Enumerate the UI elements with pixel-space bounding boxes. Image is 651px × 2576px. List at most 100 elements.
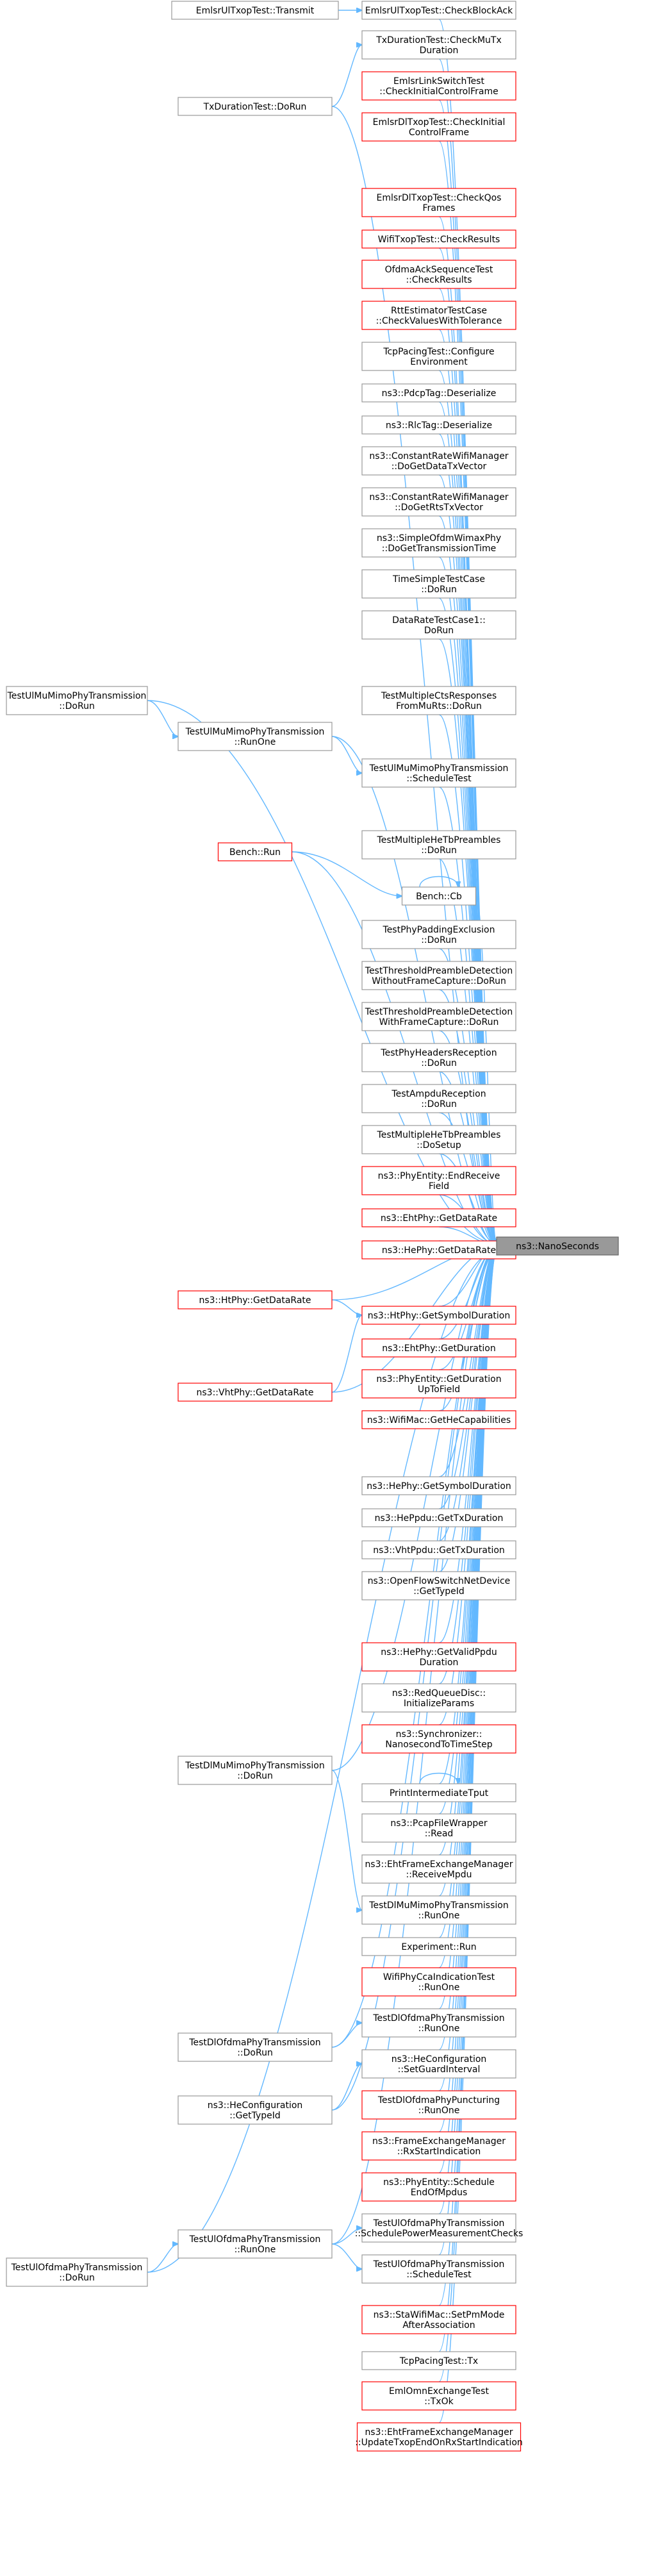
node-label-line: TestUlMuMimoPhyTransmission	[369, 763, 509, 774]
call-edge	[331, 1299, 362, 1315]
function-node-n3[interactable]: TxDurationTest::DoRun	[177, 97, 333, 116]
node-box	[361, 1683, 516, 1713]
node-label-line: PrintIntermediateTput	[390, 1788, 489, 1799]
function-node-n8[interactable]: OfdmaAckSequenceTest::CheckResults	[361, 260, 516, 289]
node-label-line: ns3::EhtPhy::GetDataRate	[381, 1213, 497, 1224]
function-node-n18[interactable]: TestUlMuMimoPhyTransmission::DoRun	[6, 686, 148, 715]
function-node-n32[interactable]: ns3::EhtPhy::GetDataRate	[361, 1208, 516, 1227]
node-label-line: TxDurationTest::DoRun	[203, 102, 307, 112]
node-box	[361, 2254, 516, 2284]
function-node-n68[interactable]: ns3::EhtFrameExchangeManager::UpdateTxop…	[355, 2422, 523, 2452]
function-node-n53[interactable]: WifiPhyCcaIndicationTest::RunOne	[361, 1967, 516, 1997]
function-node-n47[interactable]: ns3::Synchronizer::NanosecondToTimeStep	[361, 1724, 516, 1754]
node-box	[361, 1, 516, 20]
function-node-n15[interactable]: ns3::SimpleOfdmWimaxPhy::DoGetTransmissi…	[361, 528, 516, 558]
function-node-n28[interactable]: TestPhyHeadersReception::DoRun	[361, 1043, 516, 1072]
function-node-n43[interactable]: ns3::OpenFlowSwitchNetDevice::GetTypeId	[361, 1571, 516, 1600]
function-node-n5[interactable]: EmlsrDlTxopTest::CheckInitialControlFram…	[361, 112, 516, 142]
function-node-n27[interactable]: TestThresholdPreambleDetectionWithFrameC…	[361, 1002, 516, 1031]
function-node-n66[interactable]: TcpPacingTest::Tx	[361, 2351, 516, 2370]
function-node-n42[interactable]: ns3::VhtPpdu::GetTxDuration	[361, 1540, 516, 1559]
node-label-line: OfdmaAckSequenceTest	[385, 265, 493, 275]
function-node-n17[interactable]: DataRateTestCase1::DoRun	[361, 610, 516, 640]
node-label-line: TestDlOfdmaPhyTransmission	[372, 2013, 504, 2023]
function-node-n7[interactable]: WifiTxopTest::CheckResults	[361, 229, 516, 249]
function-node-n33[interactable]: ns3::HePhy::GetDataRate	[361, 1240, 516, 1259]
node-label-line: ::Read	[425, 1829, 454, 1839]
function-node-n25[interactable]: TestPhyPaddingExclusion::DoRun	[361, 920, 516, 949]
function-node-n35[interactable]: ns3::HtPhy::GetSymbolDuration	[361, 1306, 516, 1325]
node-label-line: ::DoRun	[237, 1771, 273, 1781]
edge-n28-target	[438, 1071, 497, 1245]
function-node-n29[interactable]: TestAmpduReception::DoRun	[361, 1084, 516, 1113]
function-node-n50[interactable]: ns3::EhtFrameExchangeManager::ReceiveMpd…	[361, 1854, 516, 1884]
node-label-line: ns3::HePhy::GetValidPpdu	[381, 1647, 497, 1658]
call-edge	[331, 2023, 362, 2048]
function-node-n26[interactable]: TestThresholdPreambleDetectionWithoutFra…	[361, 961, 516, 990]
node-box	[361, 610, 516, 640]
function-node-n23[interactable]: TestMultipleHeTbPreambles::DoRun	[361, 830, 516, 860]
function-node-n11[interactable]: ns3::PdcpTag::Deserialize	[361, 383, 516, 403]
function-node-n41[interactable]: ns3::HePpdu::GetTxDuration	[361, 1508, 516, 1527]
node-label-line: ::ReceiveMpdu	[406, 1870, 472, 1880]
function-node-n61[interactable]: TestUlOfdmaPhyTransmission::SchedulePowe…	[355, 2213, 523, 2243]
function-node-n63[interactable]: TestUlOfdmaPhyTransmission::RunOne	[177, 2229, 333, 2259]
node-label-line: ControlFrame	[409, 128, 469, 138]
function-node-n39[interactable]: ns3::WifiMac::GetHeCapabilities	[361, 1410, 516, 1429]
function-node-n58[interactable]: TestDlOfdmaPhyPuncturing::RunOne	[361, 2090, 516, 2120]
node-label-line: TestDlMuMimoPhyTransmission	[368, 1900, 508, 1911]
function-node-n1[interactable]: EmlsrUlTxopTest::CheckBlockAck	[361, 1, 516, 20]
function-node-n59[interactable]: ns3::FrameExchangeManager::RxStartIndica…	[361, 2131, 516, 2161]
node-label-line: ::DoRun	[421, 585, 457, 595]
node-label-line: TestUlOfdmaPhyTransmission	[373, 2218, 505, 2229]
function-node-n13[interactable]: ns3::ConstantRateWifiManager::DoGetDataT…	[361, 446, 516, 476]
node-box	[361, 446, 516, 476]
function-node-n62[interactable]: TestUlOfdmaPhyTransmission::DoRun	[6, 2257, 148, 2287]
function-node-n16[interactable]: TimeSimpleTestCase::DoRun	[361, 569, 516, 599]
function-node-n57[interactable]: ns3::HeConfiguration::GetTypeId	[177, 2095, 333, 2125]
function-node-n24[interactable]: Bench::Cb	[401, 886, 477, 906]
node-label-line: ns3::HtPhy::GetDataRate	[199, 1295, 311, 1306]
function-node-n51[interactable]: TestDlMuMimoPhyTransmission::RunOne	[361, 1895, 516, 1925]
node-box	[361, 2090, 516, 2120]
node-box	[361, 961, 516, 990]
function-node-n49[interactable]: ns3::PcapFileWrapper::Read	[361, 1813, 516, 1843]
function-node-n12[interactable]: ns3::RlcTag::Deserialize	[361, 415, 516, 435]
function-node-n36[interactable]: ns3::EhtPhy::GetDuration	[361, 1338, 516, 1358]
function-node-n37[interactable]: ns3::VhtPhy::GetDataRate	[177, 1383, 333, 1402]
function-node-n9[interactable]: RttEstimatorTestCase::CheckValuesWithTol…	[361, 301, 516, 330]
function-node-n56[interactable]: ns3::HeConfiguration::SetGuardInterval	[361, 2049, 516, 2079]
function-node-n54[interactable]: TestDlOfdmaPhyTransmission::DoRun	[177, 2032, 333, 2062]
function-node-n20[interactable]: TestUlMuMimoPhyTransmission::RunOne	[177, 722, 333, 751]
function-node-n67[interactable]: EmlOmnExchangeTest::TxOk	[361, 2381, 516, 2411]
node-box	[361, 1043, 516, 1072]
function-node-n4[interactable]: EmlsrLinkSwitchTest::CheckInitialControl…	[361, 71, 516, 101]
function-node-n34[interactable]: ns3::HtPhy::GetDataRate	[177, 1290, 333, 1309]
function-node-n48[interactable]: PrintIntermediateTput	[361, 1783, 516, 1802]
function-node-n22[interactable]: Bench::Run	[217, 842, 293, 861]
function-node-n45[interactable]: ns3::RedQueueDisc::InitializeParams	[361, 1683, 516, 1713]
function-node-n55[interactable]: TestDlOfdmaPhyTransmission::RunOne	[361, 2008, 516, 2038]
function-node-n65[interactable]: ns3::StaWifiMac::SetPmModeAfterAssociati…	[361, 2305, 516, 2334]
target-node[interactable]: ns3::NanoSeconds	[496, 1236, 619, 1256]
function-node-n21[interactable]: TestUlMuMimoPhyTransmission::ScheduleTes…	[361, 758, 516, 788]
function-node-n30[interactable]: TestMultipleHeTbPreambles::DoSetup	[361, 1125, 516, 1154]
function-node-n52[interactable]: Experiment::Run	[361, 1937, 516, 1956]
function-node-n46[interactable]: TestDlMuMimoPhyTransmission::DoRun	[177, 1756, 333, 1785]
function-node-n40[interactable]: ns3::HePhy::GetSymbolDuration	[361, 1476, 516, 1495]
function-node-n0[interactable]: EmlsrUlTxopTest::Transmit	[171, 1, 339, 20]
node-label-line: Bench::Cb	[416, 892, 462, 902]
node-label-line: ns3::FrameExchangeManager	[372, 2136, 506, 2147]
call-edge	[331, 45, 362, 107]
function-node-n64[interactable]: TestUlOfdmaPhyTransmission::ScheduleTest	[361, 2254, 516, 2284]
function-node-n14[interactable]: ns3::ConstantRateWifiManager::DoGetRtsTx…	[361, 487, 516, 517]
node-box	[361, 1642, 516, 1672]
